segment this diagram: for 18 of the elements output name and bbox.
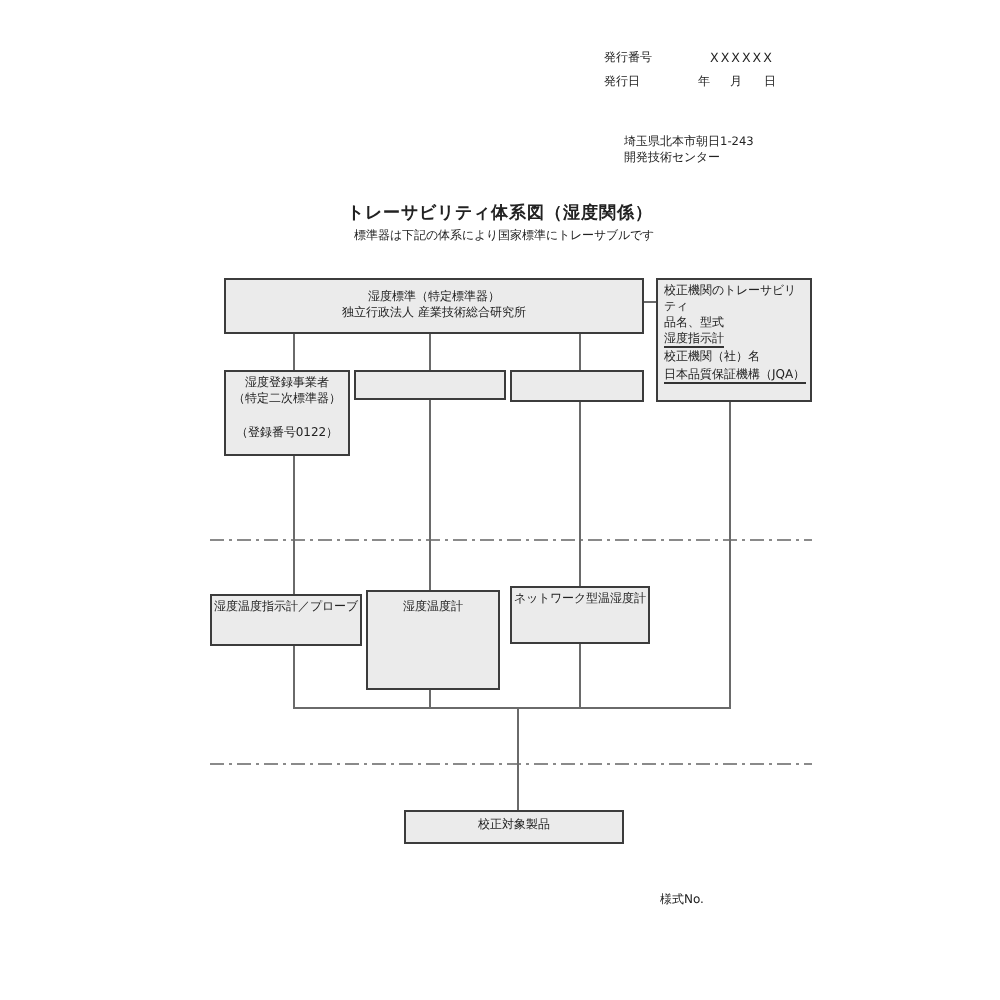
empty-box xyxy=(354,370,506,400)
product-box xyxy=(404,810,624,844)
lab-box xyxy=(224,370,350,456)
connector-line xyxy=(293,333,295,371)
standard-box xyxy=(224,278,644,334)
connector-line xyxy=(429,333,431,371)
connector-line xyxy=(429,399,431,591)
connector-line xyxy=(643,301,657,303)
connector-line xyxy=(517,401,731,811)
instrument-box xyxy=(510,586,650,644)
instrument-box xyxy=(366,590,500,690)
connector-line xyxy=(579,333,581,371)
connector-line xyxy=(293,455,295,595)
connector-line xyxy=(579,401,581,587)
instrument-box xyxy=(210,594,362,646)
info-box xyxy=(656,278,812,402)
empty-box xyxy=(510,370,644,402)
title: トレーサビリティ体系図（湿度関係） xyxy=(347,203,653,225)
